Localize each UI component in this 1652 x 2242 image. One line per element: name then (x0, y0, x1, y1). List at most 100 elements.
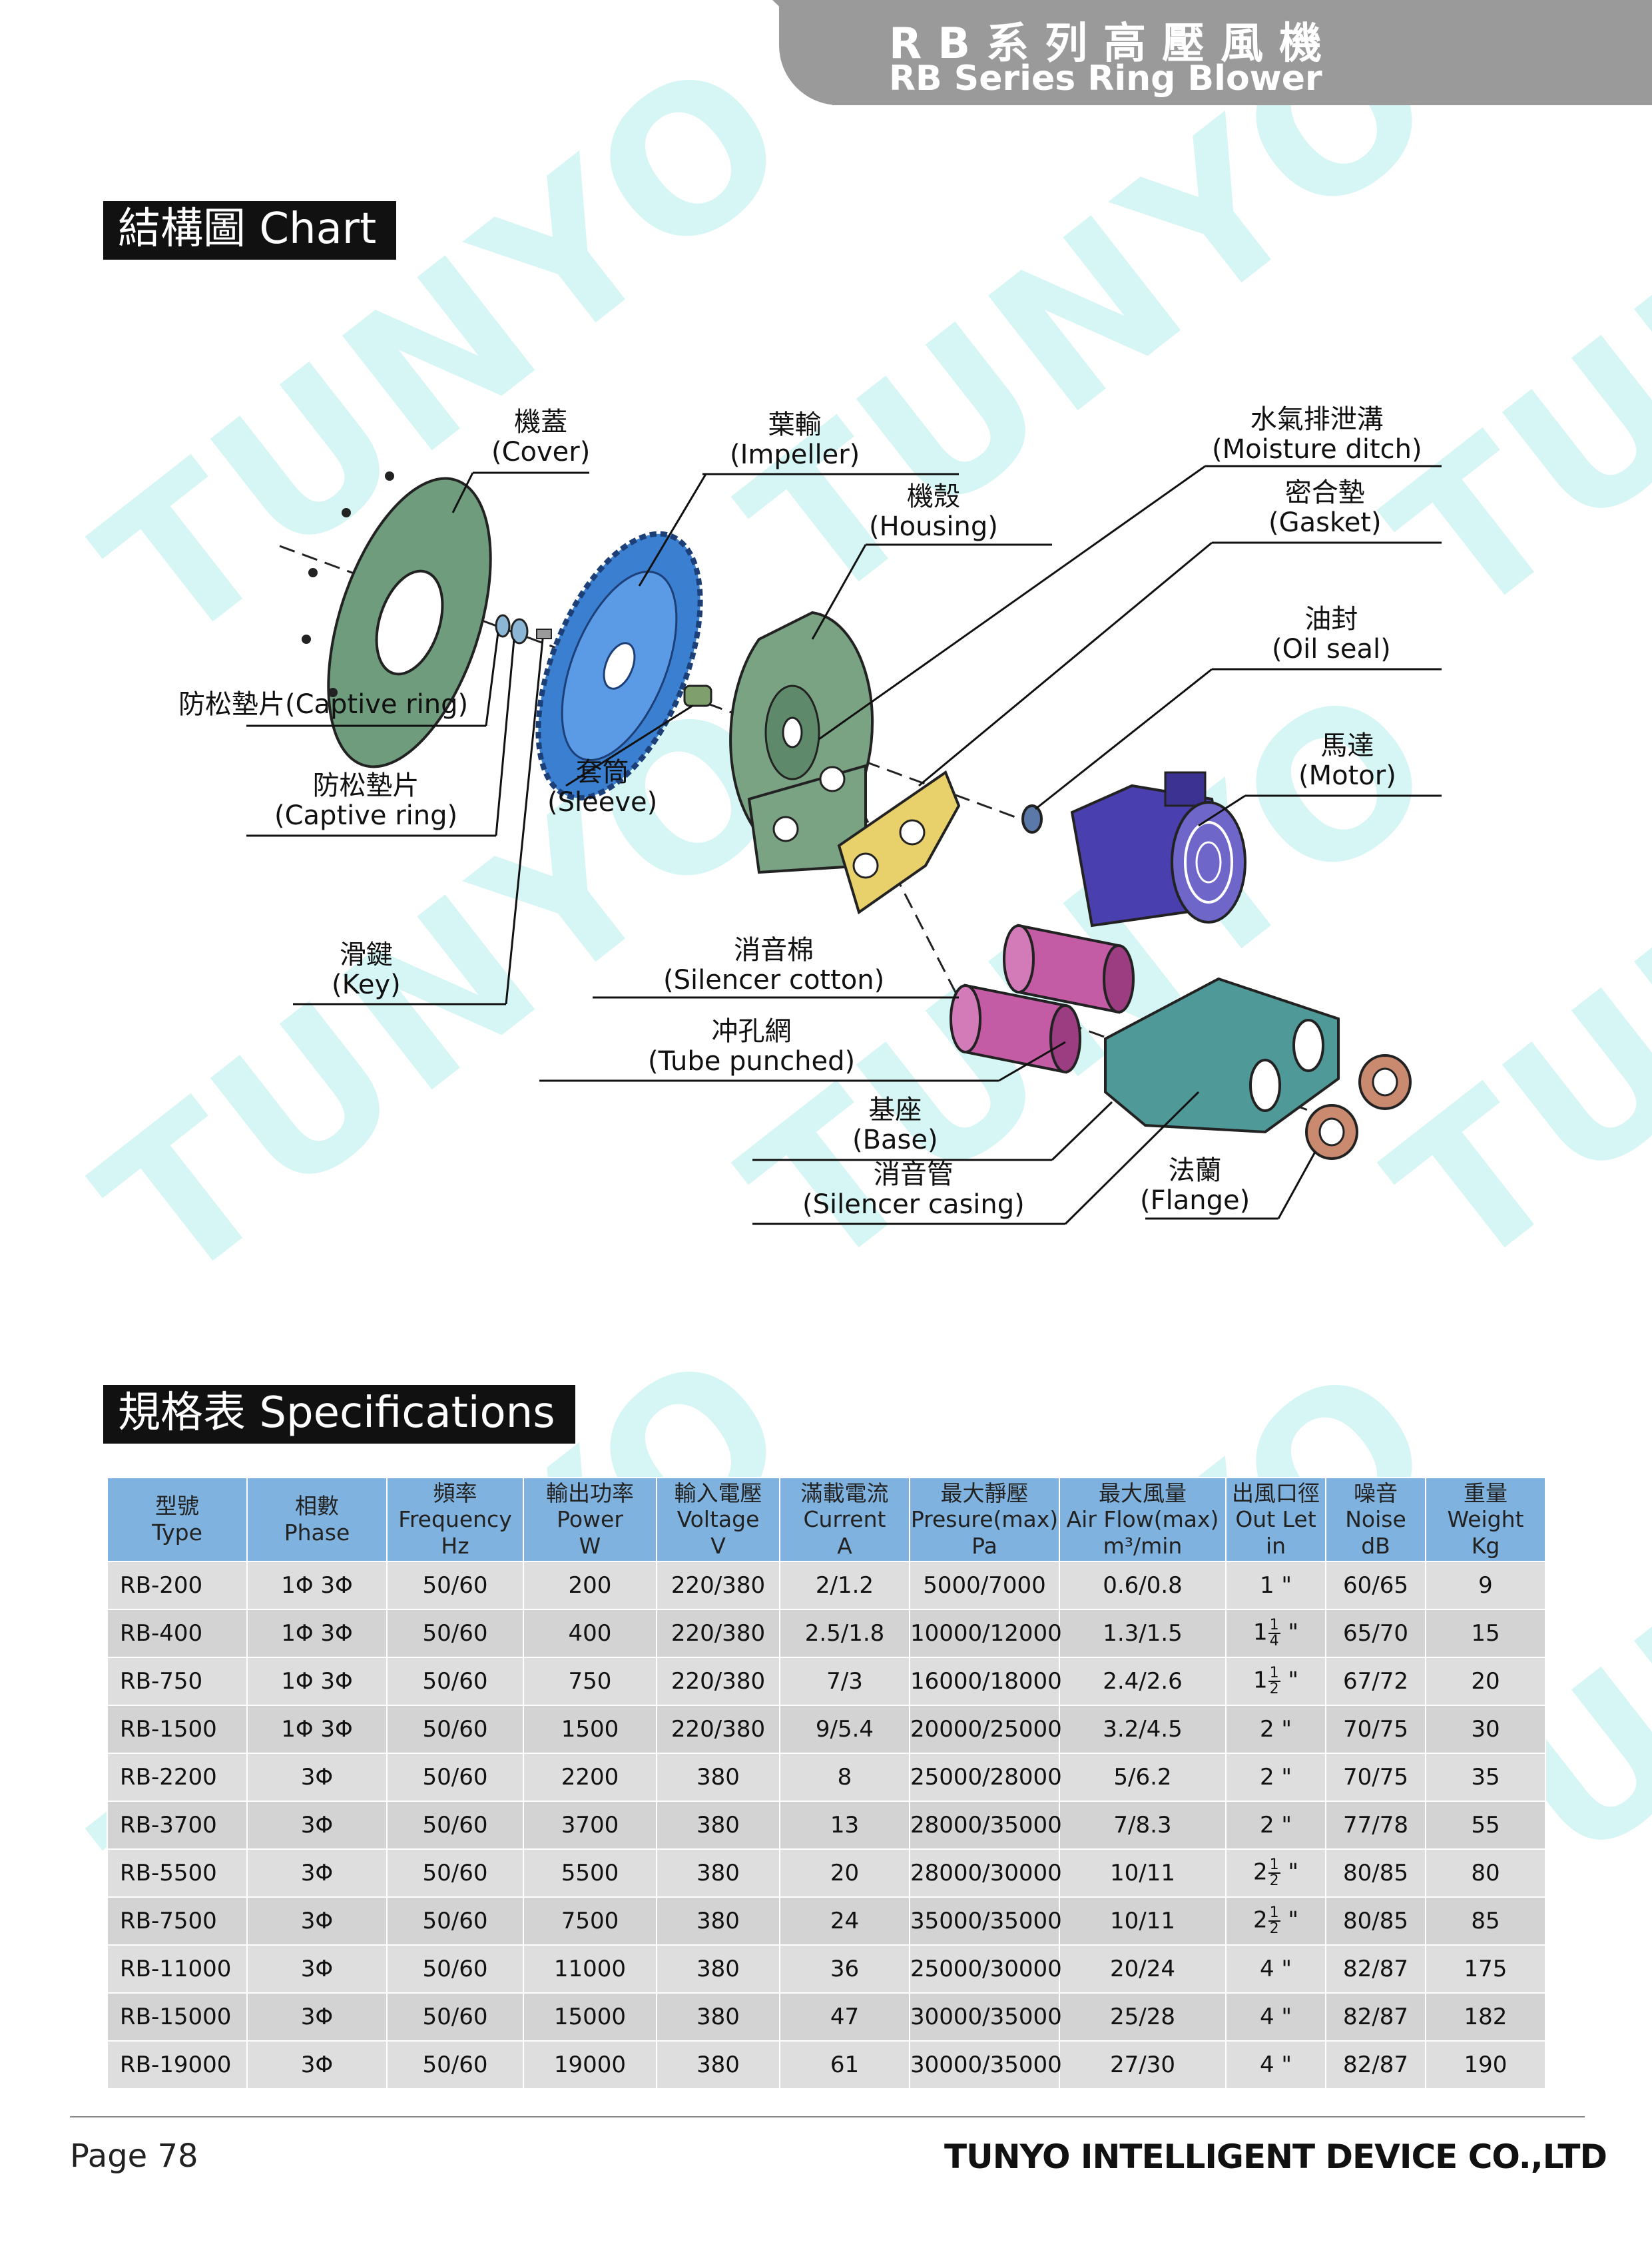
cell-outlet: 4 " (1225, 2040, 1326, 2090)
cell-pressure: 28000/30000 (909, 1848, 1062, 1898)
captive-rings (495, 614, 552, 645)
cell-voltage: 220/380 (656, 1561, 780, 1610)
cell-power: 2200 (523, 1753, 657, 1802)
cell-type: RB-7500 (107, 1896, 248, 1946)
cell-weight: 35 (1425, 1753, 1546, 1802)
cell-voltage: 380 (656, 1992, 780, 2042)
cell-noise: 70/75 (1325, 1753, 1426, 1802)
cell-voltage: 380 (656, 2040, 780, 2090)
cell-outlet: 4 " (1225, 1992, 1326, 2042)
cell-freq: 50/60 (386, 1753, 524, 1802)
cell-phase: 1Φ 3Φ (246, 1705, 388, 1754)
cell-type: RB-3700 (107, 1801, 248, 1850)
cell-phase: 3Φ (246, 1944, 388, 1994)
leader-lines (246, 465, 1442, 1225)
cell-type: RB-15000 (107, 1992, 248, 2042)
cell-outlet: 2 " (1225, 1705, 1326, 1754)
fraction-denominator: 2 (1269, 1681, 1279, 1697)
cell-phase: 1Φ 3Φ (246, 1561, 388, 1610)
cell-power: 400 (523, 1609, 657, 1658)
label-silencer-casing: 消音管(Silencer casing) (802, 1159, 1025, 1220)
cell-voltage: 380 (656, 1896, 780, 1946)
cell-current: 20 (779, 1848, 910, 1898)
cell-noise: 80/85 (1325, 1896, 1426, 1946)
cell-weight: 175 (1425, 1944, 1546, 1994)
fraction-denominator: 4 (1269, 1633, 1279, 1649)
label-gasket: 密合墊(Gasket) (1268, 477, 1382, 538)
column-header-en: Weight (1447, 1506, 1524, 1533)
cell-power: 11000 (523, 1944, 657, 1994)
label-flange: 法蘭(Flange) (1140, 1155, 1250, 1216)
cell-weight: 80 (1425, 1848, 1546, 1898)
cell-type: RB-5500 (107, 1848, 248, 1898)
cell-freq: 50/60 (386, 2040, 524, 2090)
label-impeller: 葉輸(Impeller) (730, 410, 860, 470)
cell-power: 1500 (523, 1705, 657, 1754)
cell-noise: 65/70 (1325, 1609, 1426, 1658)
cell-power: 200 (523, 1561, 657, 1610)
cell-type: RB-2200 (107, 1753, 248, 1802)
fraction-numerator: 1 (1268, 1617, 1280, 1634)
base-part (1104, 977, 1340, 1134)
cell-weight: 9 (1425, 1561, 1546, 1610)
header-tab (779, 0, 1652, 105)
cell-phase: 3Φ (246, 1992, 388, 2042)
cell-airflow: 3.2/4.5 (1059, 1705, 1227, 1754)
cell-pressure: 10000/12000 (909, 1609, 1062, 1658)
cell-power: 7500 (523, 1896, 657, 1946)
cell-noise: 82/87 (1325, 1992, 1426, 2042)
cell-outlet: 2 " (1225, 1801, 1326, 1850)
label-sleeve: 套筒(Sleeve) (547, 757, 658, 818)
cell-type: RB-400 (107, 1609, 248, 1658)
silencer-cotton-part (950, 924, 1135, 1074)
label-tube-punched: 冲孔網(Tube punched) (648, 1016, 856, 1077)
label-silencer-cotton: 消音棉(Silencer cotton) (663, 935, 885, 995)
outlet-whole: 2 (1259, 1812, 1274, 1838)
cell-pressure: 25000/30000 (909, 1944, 1062, 1994)
cell-weight: 190 (1425, 2040, 1546, 2090)
column-header-zh: 輸出功率 (546, 1480, 634, 1506)
cell-airflow: 10/11 (1059, 1848, 1227, 1898)
cell-current: 61 (779, 2040, 910, 2090)
cell-pressure: 30000/35000 (909, 2040, 1062, 2090)
column-header-en: Presure(max) (910, 1506, 1059, 1533)
cell-weight: 20 (1425, 1657, 1546, 1706)
column-header-zh: 最大靜壓 (940, 1480, 1029, 1506)
outlet-whole: 2 (1259, 1764, 1274, 1791)
outlet-whole: 2 (1252, 1906, 1268, 1934)
chart-section-label: 結構圖 Chart (103, 201, 397, 260)
label-captive-ring-1: 防松墊片(Captive ring) (178, 689, 469, 720)
column-header-zh: 重量 (1464, 1480, 1508, 1506)
cover-part (302, 471, 492, 768)
outlet-whole: 1 (1252, 1667, 1268, 1694)
cell-phase: 3Φ (246, 1848, 388, 1898)
cell-pressure: 16000/18000 (909, 1657, 1062, 1706)
column-header-unit: W (579, 1532, 601, 1559)
column-header-zh: 出風口徑 (1232, 1480, 1320, 1506)
column-header-zh: 輸入電壓 (674, 1480, 762, 1506)
company-name: TUNYO INTELLIGENT DEVICE CO.,LTD (944, 2137, 1607, 2176)
cell-current: 2.5/1.8 (779, 1609, 910, 1658)
label-oil-seal: 油封(Oil seal) (1272, 604, 1391, 665)
column-header-zh: 噪音 (1354, 1480, 1398, 1506)
cell-noise: 60/65 (1325, 1561, 1426, 1610)
cell-airflow: 1.3/1.5 (1059, 1609, 1227, 1658)
cell-noise: 77/78 (1325, 1801, 1426, 1850)
fraction-numerator: 1 (1268, 1665, 1280, 1682)
cell-outlet: 2 " (1225, 1753, 1326, 1802)
cell-type: RB-200 (107, 1561, 248, 1610)
sleeve-part (683, 685, 712, 707)
cell-pressure: 28000/35000 (909, 1801, 1062, 1850)
